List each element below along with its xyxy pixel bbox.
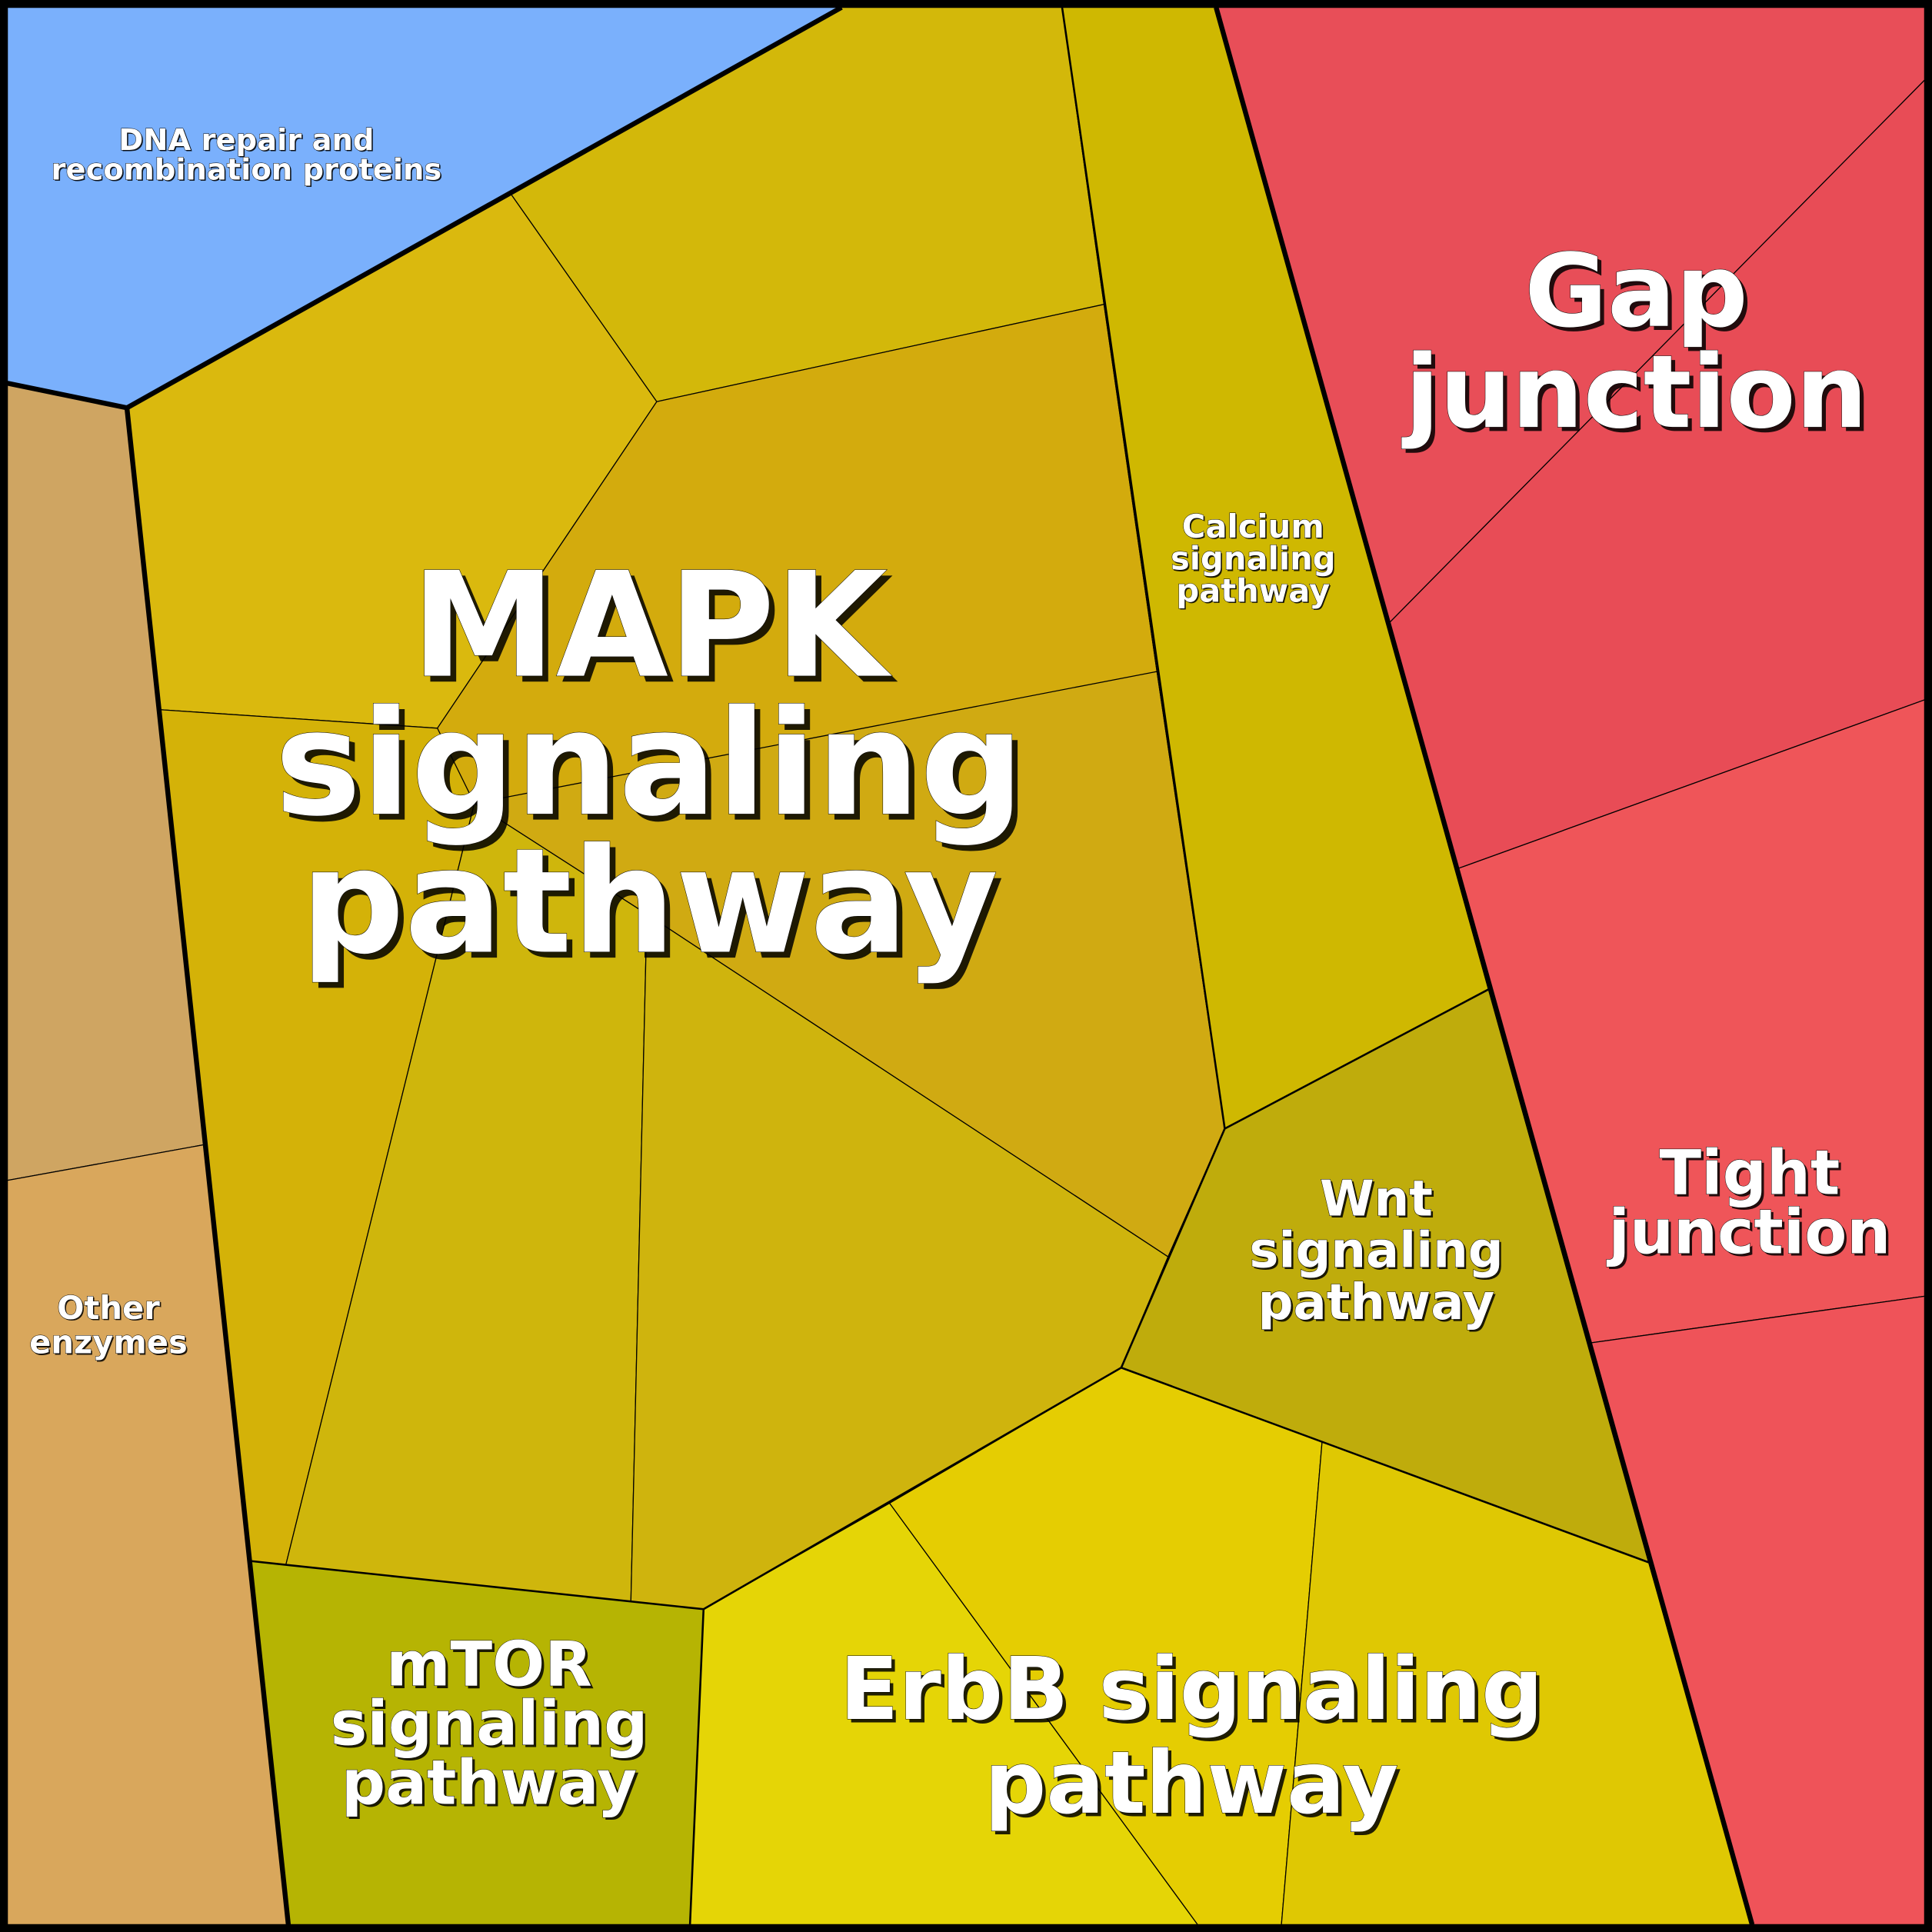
label-shadow: DNA repair and <box>120 124 375 158</box>
label-shadow: Tight <box>1662 1140 1843 1211</box>
label-dna-line-0: DNA repair and <box>118 123 374 158</box>
label-shadow: Gap <box>1529 236 1753 354</box>
label-mapk-line-2: pathway <box>301 818 998 987</box>
label-other-line-0: Other <box>57 1289 160 1327</box>
label-shadow: signaling <box>281 685 1030 854</box>
label-mapk-line-0: MAPK <box>411 541 893 711</box>
label-gap-line-0: Gap <box>1524 232 1747 350</box>
label-wnt-line-1: signaling <box>1249 1223 1503 1280</box>
label-shadow: Other <box>58 1290 162 1327</box>
group-border-6 <box>1061 7 1226 1129</box>
label-calcium-line-1: signaling <box>1171 540 1336 578</box>
label-calcium-line-2: pathway <box>1176 571 1330 609</box>
label-shadow: recombination proteins <box>52 154 443 188</box>
label-mtor-line-0: mTOR <box>386 1629 592 1700</box>
label-shadow: MAPK <box>417 547 898 716</box>
label-mapk-line-1: signaling <box>275 679 1024 848</box>
label-tight-line-1: junction <box>1607 1196 1891 1267</box>
label-shadow: pathway <box>344 1750 639 1821</box>
label-shadow: pathway <box>988 1737 1402 1837</box>
label-erbb-line-0: ErbB signaling <box>840 1640 1544 1740</box>
label-shadow: pathway <box>1260 1276 1497 1333</box>
label-shadow: ErbB signaling <box>843 1644 1547 1744</box>
label-mtor-line-2: pathway <box>341 1747 637 1818</box>
label-shadow: enzymes <box>31 1324 189 1362</box>
label-shadow: mTOR <box>388 1631 595 1703</box>
label-dna-line-1: recombination proteins <box>52 152 442 187</box>
group-border-2 <box>1214 6 1755 1926</box>
label-shadow: signaling <box>1251 1224 1505 1281</box>
label-shadow: junction <box>1405 337 1872 455</box>
label-shadow: Wnt <box>1322 1173 1435 1230</box>
label-gap-line-1: junction <box>1401 333 1868 451</box>
label-shadow: junction <box>1609 1198 1894 1270</box>
label-tight-line-0: Tight <box>1660 1137 1840 1208</box>
label-wnt-line-2: pathway <box>1258 1274 1495 1331</box>
label-shadow: pathway <box>306 823 1004 992</box>
label-shadow: signaling <box>1172 541 1337 578</box>
label-calcium-line-0: Calcium <box>1182 508 1324 545</box>
group-border-1 <box>124 407 291 1925</box>
label-other-line-1: enzymes <box>29 1324 188 1361</box>
label-erbb-line-1: pathway <box>984 1734 1398 1834</box>
label-shadow: signaling <box>333 1690 651 1762</box>
label-mtor-line-1: signaling <box>331 1687 648 1759</box>
label-shadow: Calcium <box>1183 509 1325 547</box>
label-shadow: pathway <box>1178 573 1331 611</box>
label-calcium: CalciumCalciumsignalingsignalingpathwayp… <box>1170 508 1337 611</box>
label-wnt-line-0: Wnt <box>1320 1171 1433 1227</box>
